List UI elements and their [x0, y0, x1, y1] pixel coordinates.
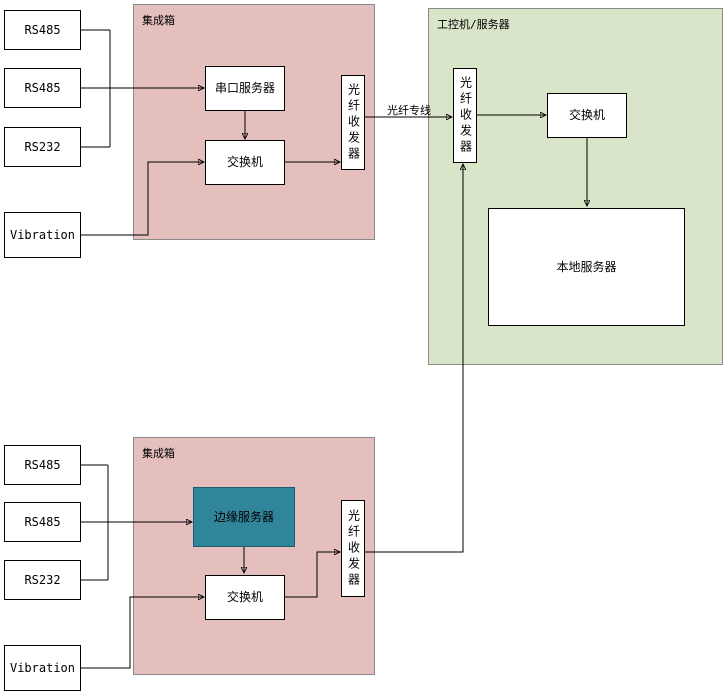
server-room-label: 工控机/服务器 [437, 18, 510, 31]
input-rs232-bottom: RS232 [4, 560, 81, 600]
integration-box-bottom-label: 集成箱 [142, 447, 175, 460]
input-vibration-top: Vibration [4, 212, 81, 258]
fiber-transceiver-bottom: 光纤收发器 [341, 500, 365, 597]
switch-node-server-room: 交换机 [547, 93, 627, 138]
input-vibration-bottom: Vibration [4, 645, 81, 691]
input-rs485-bottom-2: RS485 [4, 502, 81, 542]
wire-top-input-bus [81, 29, 111, 148]
fiber-transceiver-top: 光纤收发器 [341, 75, 365, 170]
input-rs485-bottom-1: RS485 [4, 445, 81, 485]
serial-server-node: 串口服务器 [205, 66, 285, 111]
switch-node-bottom: 交换机 [205, 575, 285, 620]
integration-box-top: 集成箱 [133, 4, 375, 240]
input-rs485-top-1: RS485 [4, 10, 81, 50]
integration-box-bottom: 集成箱 [133, 437, 375, 675]
input-rs485-top-2: RS485 [4, 68, 81, 108]
fiber-transceiver-server-room: 光纤收发器 [453, 68, 477, 163]
integration-box-top-label: 集成箱 [142, 14, 175, 27]
switch-node-top: 交换机 [205, 140, 285, 185]
wire-bottom-input-bus [81, 464, 109, 581]
local-server-node: 本地服务器 [488, 208, 685, 326]
fiber-link-label: 光纤专线 [387, 104, 431, 117]
input-rs232-top: RS232 [4, 127, 81, 167]
edge-server-node: 边缘服务器 [193, 487, 295, 547]
